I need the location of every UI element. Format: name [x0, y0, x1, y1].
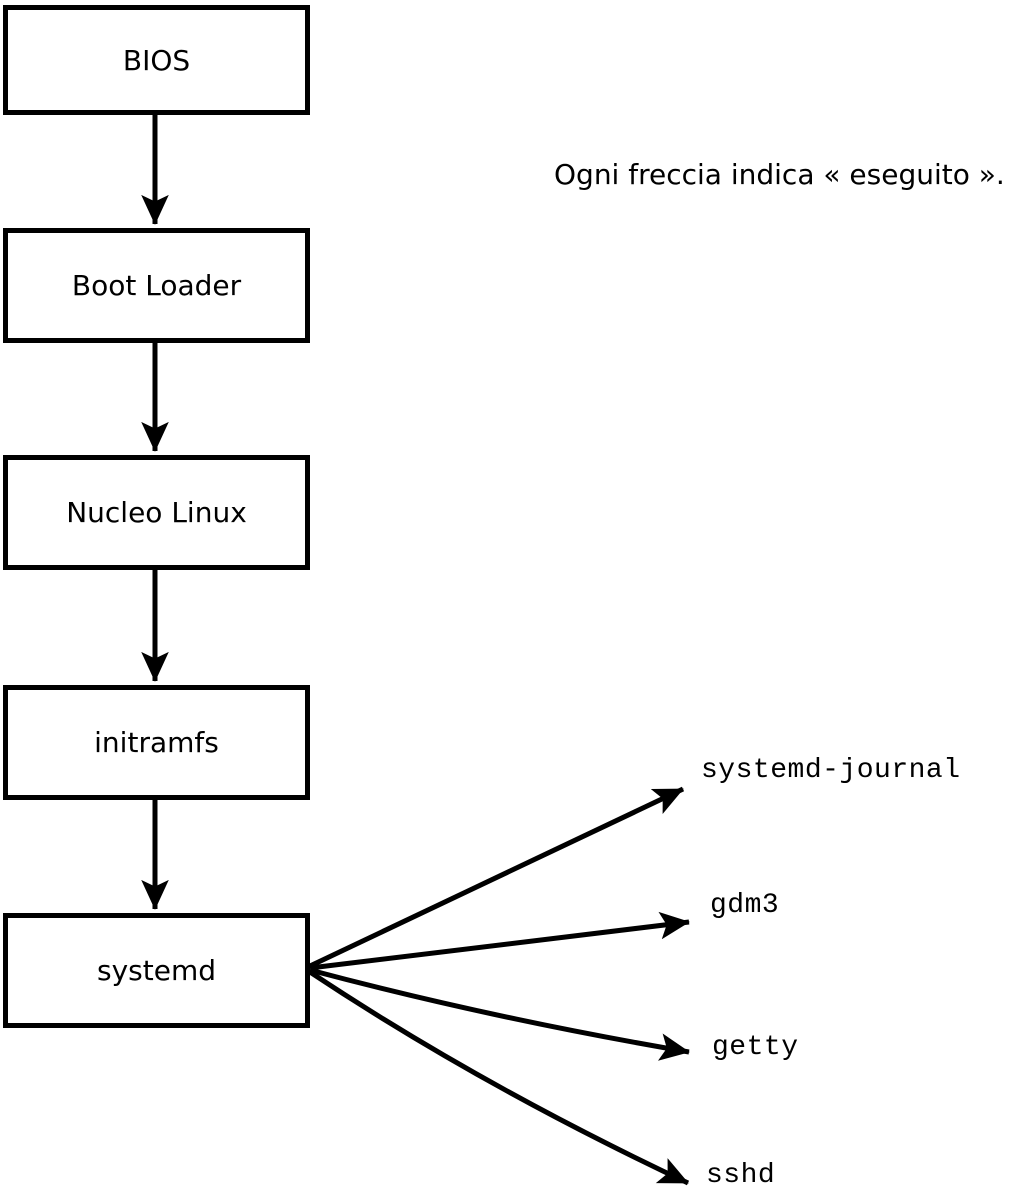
- service-label-systemd-journal: systemd-journal: [701, 755, 961, 786]
- diagram-caption: Ogni freccia indica « eseguito ».: [554, 158, 1005, 191]
- service-label-getty: getty: [712, 1032, 799, 1063]
- node-linux-kernel: Nucleo Linux: [3, 455, 310, 570]
- node-systemd: systemd: [3, 913, 310, 1028]
- arrow-systemd-to-sshd: [308, 969, 690, 1186]
- service-label-sshd: sshd: [706, 1160, 776, 1191]
- node-boot-loader: Boot Loader: [3, 228, 310, 343]
- arrow-systemd-to-getty: [309, 967, 690, 1061]
- arrow-systemd-to-gdm3: [309, 911, 690, 971]
- service-label-gdm3: gdm3: [710, 890, 780, 921]
- node-initramfs: initramfs: [3, 685, 310, 800]
- arrow-systemd-to-journal: [308, 786, 685, 969]
- node-bios: BIOS: [3, 5, 310, 115]
